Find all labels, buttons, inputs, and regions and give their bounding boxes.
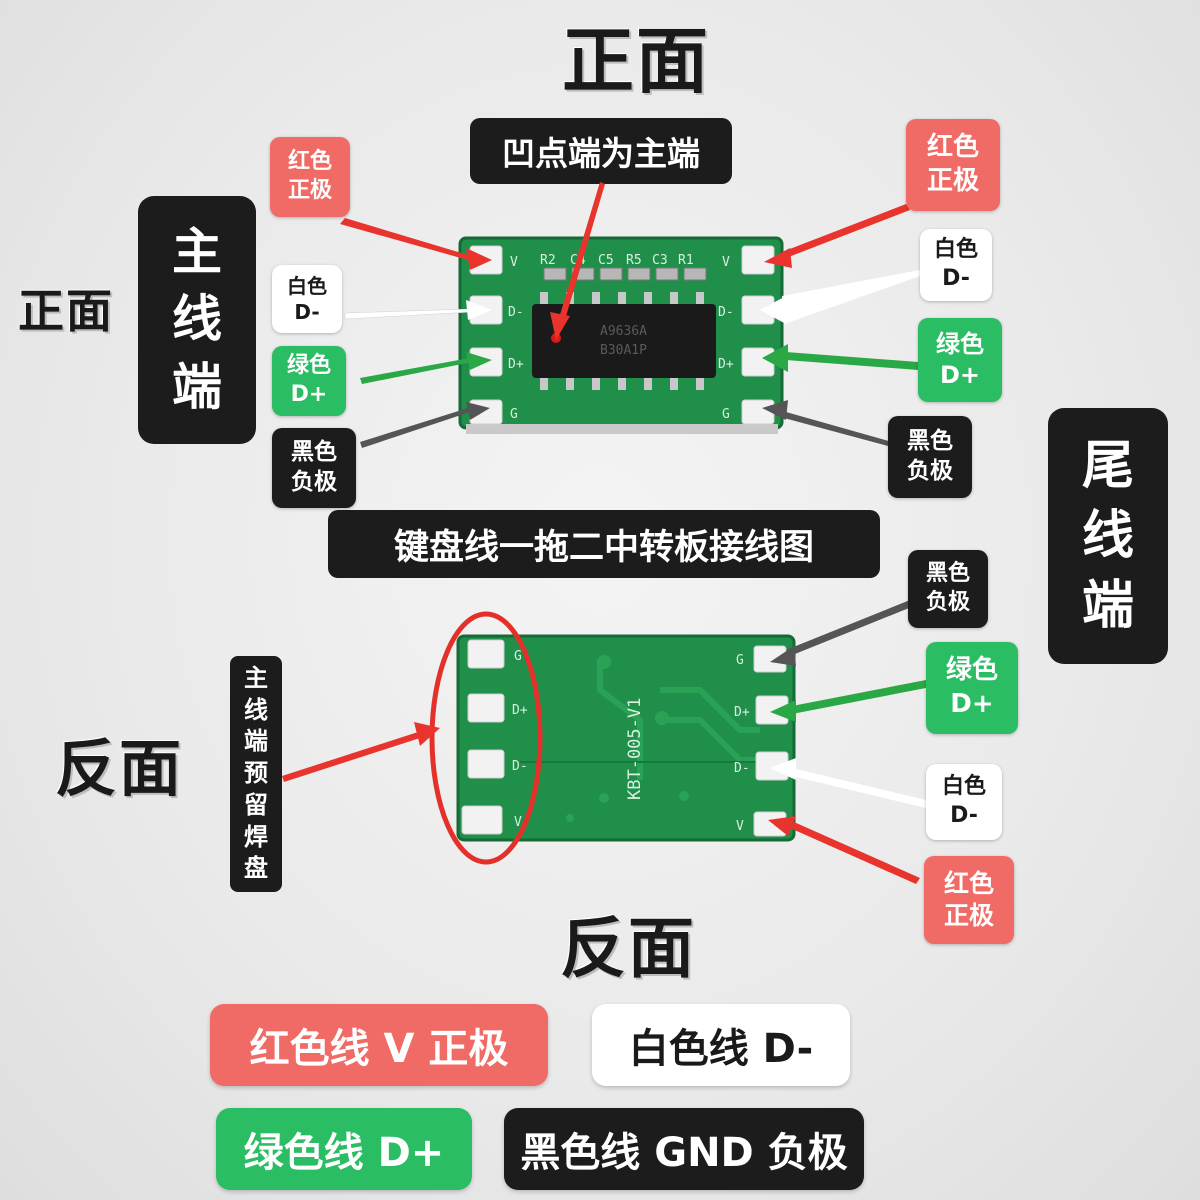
- diagram-title-bar: 键盘线一拖二中转板接线图: [328, 510, 880, 578]
- pin-label: D+: [734, 705, 750, 720]
- title-top-front: 正面: [562, 19, 711, 103]
- main-end-box: 主 线 端: [138, 196, 256, 444]
- silk-label: R5: [626, 253, 642, 268]
- reserved-char: 预: [244, 759, 268, 788]
- silk-label: C3: [652, 253, 668, 268]
- legend-white: 白色线 D-: [592, 1004, 850, 1086]
- silk-label: R1: [678, 253, 694, 268]
- reserved-pads-box: 主 线 端 预 留 焊 盘: [230, 656, 282, 892]
- reserved-char: 端: [244, 727, 268, 756]
- tag-green-dplus: 绿色 D+: [918, 318, 1002, 402]
- silk-label: R2: [540, 253, 556, 268]
- pin-label: G: [722, 407, 730, 422]
- chip-text: A9636A: [600, 324, 647, 339]
- main-end-char: 线: [172, 290, 222, 349]
- tag-green-dplus: 绿色 D+: [926, 642, 1018, 734]
- pin-label: D+: [508, 357, 524, 372]
- main-end-char: 端: [172, 357, 222, 416]
- tag-red-positive: 红色 正极: [906, 119, 1000, 211]
- title-left-front: 正面: [18, 284, 114, 338]
- tail-end-char: 线: [1081, 505, 1134, 566]
- title-back-left: 反面: [55, 732, 184, 805]
- front-board: R1 C3 R5 C5 C4 R2 A9636A B30A1P: [458, 236, 784, 434]
- ic-chip: [532, 304, 716, 378]
- legend-green: 绿色线 D+: [216, 1108, 472, 1190]
- tag-black-negative: 黑色 负极: [888, 416, 972, 498]
- pin-label: D+: [512, 703, 528, 718]
- legend-red: 红色线 V 正极: [210, 1004, 548, 1086]
- pin-label: D-: [718, 305, 734, 320]
- pin-label: D+: [718, 357, 734, 372]
- tag-white-dminus: 白色 D-: [926, 764, 1002, 840]
- pin-label: G: [736, 653, 744, 668]
- pin-label: V: [510, 255, 518, 270]
- reserved-char: 主: [244, 664, 268, 693]
- pin-label: D-: [508, 305, 524, 320]
- tag-white-dminus: 白色 D-: [920, 229, 992, 301]
- tag-red-positive: 红色 正极: [924, 856, 1014, 944]
- tag-black-negative: 黑色 负极: [908, 550, 988, 628]
- reserved-char: 留: [244, 790, 268, 819]
- pin-label: G: [514, 649, 522, 664]
- pin-label: G: [510, 407, 518, 422]
- tail-end-char: 尾: [1081, 435, 1134, 496]
- board-model: KBT-005-V1: [625, 698, 645, 800]
- pin-label: V: [722, 255, 730, 270]
- reserved-char: 焊: [244, 822, 268, 851]
- pin-label: D-: [734, 761, 750, 776]
- tag-white-dminus: 白色 D-: [272, 265, 342, 333]
- pin-label: V: [514, 815, 522, 830]
- title-back-bottom: 反面: [560, 910, 696, 987]
- reserved-pads-highlight: [429, 611, 543, 865]
- chip-text: B30A1P: [600, 343, 647, 358]
- concave-note: 凹点端为主端: [470, 118, 732, 184]
- tag-green-dplus: 绿色 D+: [272, 346, 346, 416]
- tag-red-positive: 红色 正极: [270, 137, 350, 217]
- silk-label: C5: [598, 253, 614, 268]
- pin-label: V: [736, 819, 744, 834]
- reserved-char: 线: [244, 695, 268, 724]
- main-end-char: 主: [172, 222, 222, 281]
- reserved-char: 盘: [244, 854, 268, 883]
- tail-end-char: 端: [1081, 576, 1134, 637]
- legend-black: 黑色线 GND 负极: [504, 1108, 864, 1190]
- back-board: KBT-005-V1 G D+ D- V G D+ D- V: [456, 634, 796, 842]
- pin-label: D-: [512, 759, 528, 774]
- arrows: [282, 182, 926, 884]
- tag-black-negative: 黑色 负极: [272, 428, 356, 508]
- tail-end-box: 尾 线 端: [1048, 408, 1168, 664]
